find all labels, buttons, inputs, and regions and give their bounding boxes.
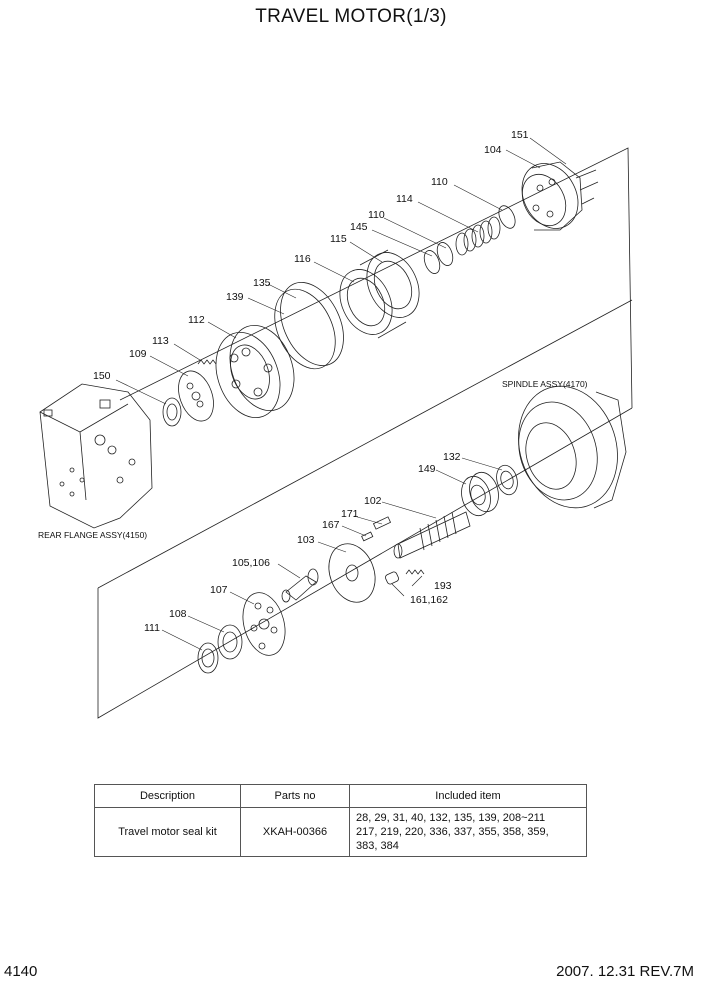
header-description: Description <box>94 784 241 808</box>
label-132: 132 <box>443 451 461 463</box>
label-193: 193 <box>434 580 452 592</box>
motor-housing-part-104 <box>521 161 599 231</box>
valve-plate-part-109 <box>178 370 214 422</box>
label-111: 111 <box>144 622 160 634</box>
bearing-part-149 <box>461 471 499 517</box>
spring-part-113 <box>197 359 217 365</box>
label-rear-flange-assy: REAR FLANGE ASSY(4150) <box>38 530 147 540</box>
retainer-plate-part-107 <box>242 592 286 656</box>
spindle-assy <box>518 385 627 509</box>
brake-plates-part-115-116 <box>339 249 420 339</box>
label-114: 114 <box>396 193 413 205</box>
label-107: 107 <box>210 584 228 596</box>
piston-part-161-162 <box>385 571 399 585</box>
shaft-part-102 <box>393 511 471 559</box>
label-102: 102 <box>364 495 382 507</box>
label-110-upper: 110 <box>431 176 448 188</box>
label-116: 116 <box>294 253 311 265</box>
label-151: 151 <box>511 129 529 141</box>
header-parts-no: Parts no <box>240 784 350 808</box>
bearing-part-150 <box>162 397 182 427</box>
label-109: 109 <box>129 348 147 360</box>
seal-kit-table: Description Parts no Included item Trave… <box>94 784 587 857</box>
part-number-labels: 151 104 110 114 110 145 115 116 135 139 … <box>38 129 588 634</box>
ring-part-110-upper <box>498 205 516 229</box>
label-167: 167 <box>322 519 340 531</box>
label-113: 113 <box>152 335 169 347</box>
label-135: 135 <box>253 277 271 289</box>
label-171: 171 <box>341 508 359 520</box>
label-spindle-assy: SPINDLE ASSY(4170) <box>502 379 588 389</box>
ring-part-110-lower <box>423 250 441 274</box>
pin-part-171 <box>372 516 392 530</box>
kit-parts-no: XKAH-00366 <box>240 807 350 857</box>
label-161-162: 161,162 <box>410 594 448 606</box>
kit-table-header-row: Description Parts no Included item <box>94 784 587 808</box>
leader-lines <box>115 137 567 651</box>
label-105-106: 105,106 <box>232 557 270 569</box>
piston-part-105-106 <box>281 568 319 603</box>
assembly-frame <box>97 147 633 719</box>
rear-flange-assy <box>39 383 153 529</box>
kit-included-items: 28, 29, 31, 40, 132, 135, 139, 208~211 2… <box>349 807 587 857</box>
swash-plate-part-103 <box>328 543 376 603</box>
pin-part-167 <box>361 531 374 542</box>
label-149: 149 <box>418 463 436 475</box>
label-108: 108 <box>169 608 187 620</box>
ring-part-111 <box>197 642 219 674</box>
included-line: 217, 219, 220, 336, 337, 355, 358, 359, <box>356 826 549 838</box>
bearing-part-132 <box>496 464 518 496</box>
bearing-part-108 <box>217 624 243 660</box>
label-139: 139 <box>226 291 244 303</box>
revision-date: 2007. 12.31 REV.7M <box>556 963 694 980</box>
page-number: 4140 <box>4 963 38 980</box>
label-145: 145 <box>350 221 368 233</box>
kit-description: Travel motor seal kit <box>94 807 241 857</box>
spring-part-114 <box>455 216 501 256</box>
spring-part-193 <box>405 569 425 575</box>
label-104: 104 <box>484 144 502 156</box>
label-150: 150 <box>93 370 111 382</box>
included-line: 383, 384 <box>356 840 399 852</box>
o-ring-part-135 <box>280 282 344 366</box>
included-line: 28, 29, 31, 40, 132, 135, 139, 208~211 <box>356 812 546 824</box>
label-112: 112 <box>188 314 205 326</box>
page-title: TRAVEL MOTOR(1/3) <box>255 6 447 27</box>
header-included-item: Included item <box>349 784 587 808</box>
ring-part-145 <box>436 242 454 266</box>
label-115: 115 <box>330 233 347 245</box>
cylinder-block-part-112 <box>215 324 295 419</box>
label-103: 103 <box>297 534 315 546</box>
table-row: Travel motor seal kit XKAH-00366 28, 29,… <box>94 807 587 857</box>
label-110-lower: 110 <box>368 209 385 221</box>
